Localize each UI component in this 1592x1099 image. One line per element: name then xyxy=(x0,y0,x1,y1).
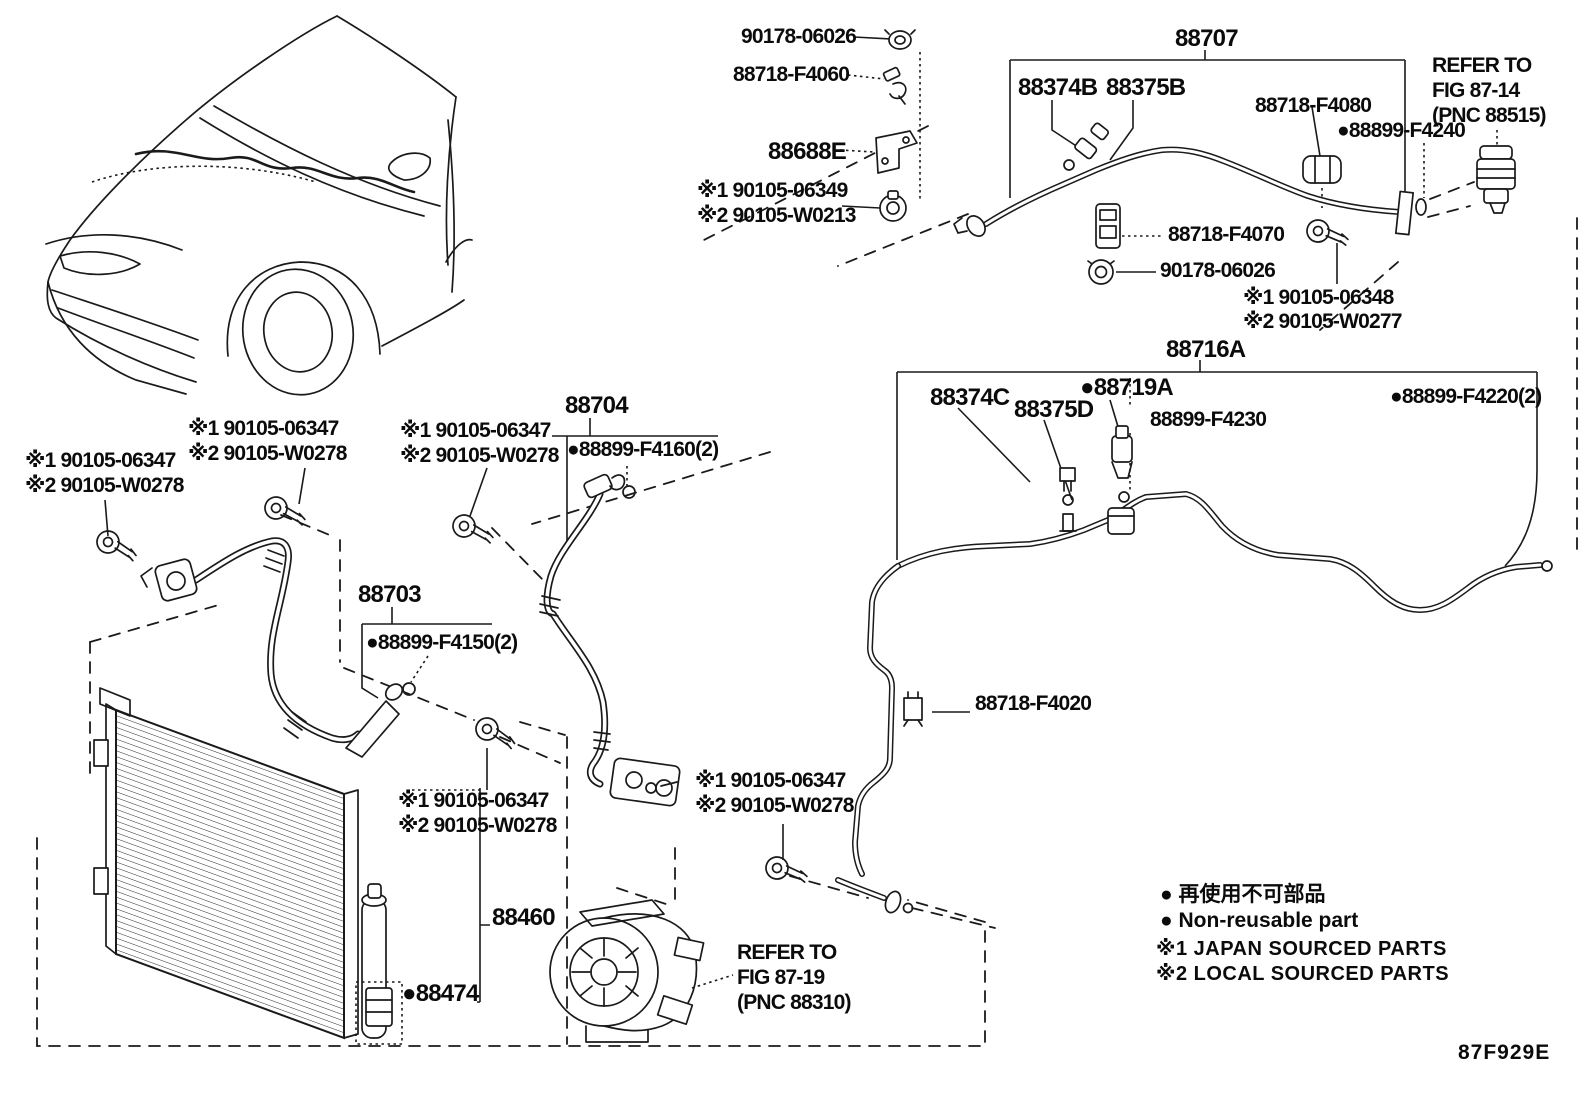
label-88899-f4220: ●88899-F4220(2) xyxy=(1390,385,1542,408)
label-set-e1: ※1 90105-06347 xyxy=(695,769,846,792)
label-88899-f4160: ●88899-F4160(2) xyxy=(567,438,719,461)
label-88703: 88703 xyxy=(358,581,422,608)
label-88460: 88460 xyxy=(492,904,556,931)
label-88375b: 88375B xyxy=(1106,74,1186,101)
label-refer19-2: FIG 87-19 xyxy=(737,966,825,989)
legend-nonreusable-jp: ● 再使用不可部品 xyxy=(1160,883,1326,906)
mid-parts xyxy=(1087,203,1352,285)
label-88704: 88704 xyxy=(565,392,629,419)
grommet-06026-mid xyxy=(1087,259,1115,285)
label-90105-w0277: ※2 90105-W0277 xyxy=(1243,310,1402,333)
hose-88704 xyxy=(539,473,681,807)
pipe-88716a xyxy=(835,425,1553,914)
label-88718-f4080: 88718-F4080 xyxy=(1255,94,1372,117)
connector-f4070 xyxy=(1095,203,1121,249)
label-set-e2: ※2 90105-W0278 xyxy=(695,794,854,817)
grommet-06026-top xyxy=(888,30,912,50)
pipe-88707 xyxy=(953,122,1516,237)
bracket-88688e xyxy=(875,130,918,174)
label-88688e: 88688E xyxy=(768,138,847,165)
expansion-valve-88515 xyxy=(1476,145,1516,214)
clamp-f4060 xyxy=(882,66,907,105)
label-90105-06349: ※1 90105-06349 xyxy=(697,179,848,202)
bracket-lines xyxy=(361,50,1538,1003)
label-88899-f4150: ●88899-F4150(2) xyxy=(366,631,518,654)
label-90105-w0213: ※2 90105-W0213 xyxy=(697,204,856,227)
label-set-a1: ※1 90105-06347 xyxy=(25,449,176,472)
oring-f4150 xyxy=(402,682,416,696)
label-set-d2: ※2 90105-W0278 xyxy=(398,814,557,837)
leader-lines xyxy=(104,36,1498,989)
bolt-06349 xyxy=(879,190,907,222)
label-90105-06348: ※1 90105-06348 xyxy=(1243,286,1394,309)
legend-local-sourced: ※2 LOCAL SOURCED PARTS xyxy=(1156,963,1450,985)
label-set-d1: ※1 90105-06347 xyxy=(398,789,549,812)
label-88899-f4230: 88899-F4230 xyxy=(1150,408,1267,431)
label-set-b1: ※1 90105-06347 xyxy=(188,417,339,440)
hose-88703 xyxy=(140,537,416,758)
oring-f4220-a xyxy=(1541,560,1553,572)
label-88375d: 88375D xyxy=(1014,396,1094,423)
compressor xyxy=(549,899,705,1043)
clip-f4020 xyxy=(903,691,923,727)
label-refer19-1: REFER TO xyxy=(737,941,837,964)
label-88718-f4070: 88718-F4070 xyxy=(1168,223,1285,246)
label-set-c1: ※1 90105-06347 xyxy=(400,419,551,442)
vehicle-sketch xyxy=(45,15,473,396)
condenser xyxy=(93,687,403,1045)
label-88374b: 88374B xyxy=(1018,74,1098,101)
label-88718-f4060: 88718-F4060 xyxy=(733,63,850,86)
label-88707: 88707 xyxy=(1175,25,1239,52)
top-parts-column xyxy=(875,29,918,222)
diagram-code: 87F929E xyxy=(1458,1041,1551,1064)
oring-f4160 xyxy=(622,485,636,499)
label-set-c2: ※2 90105-W0278 xyxy=(400,444,559,467)
label-88374c: 88374C xyxy=(930,384,1010,411)
label-set-a2: ※2 90105-W0278 xyxy=(25,474,184,497)
engine-bay-pipe xyxy=(134,149,416,194)
valve-88719a-body xyxy=(1111,435,1133,463)
label-88719a: ●88719A xyxy=(1080,374,1174,401)
label-refer14-2: FIG 87-14 xyxy=(1432,79,1520,102)
label-refer19-3: (PNC 88310) xyxy=(737,991,852,1014)
legend-nonreusable-en: ● Non-reusable part xyxy=(1160,909,1359,932)
label-90178-06026-top: 90178-06026 xyxy=(741,25,857,48)
label-88716a: 88716A xyxy=(1166,336,1246,363)
oring-f4240 xyxy=(1415,198,1427,216)
oring-f4220-b xyxy=(902,902,914,914)
label-set-b2: ※2 90105-W0278 xyxy=(188,442,347,465)
label-88474: ●88474 xyxy=(402,980,479,1007)
label-90178-06026-mid: 90178-06026 xyxy=(1160,259,1276,282)
label-refer14-1: REFER TO xyxy=(1432,54,1532,77)
label-refer14-3: (PNC 88515) xyxy=(1432,104,1547,127)
legend-japan-sourced: ※1 JAPAN SOURCED PARTS xyxy=(1156,938,1447,960)
oring-f4230 xyxy=(1118,491,1130,503)
drier-cap-88474 xyxy=(355,981,403,1045)
small-fittings-88716a xyxy=(1059,425,1135,535)
label-88718-f4020: 88718-F4020 xyxy=(975,692,1092,715)
label-88899-f4240: ●88899-F4240 xyxy=(1337,119,1466,142)
clamp-f4080 xyxy=(1302,155,1342,184)
